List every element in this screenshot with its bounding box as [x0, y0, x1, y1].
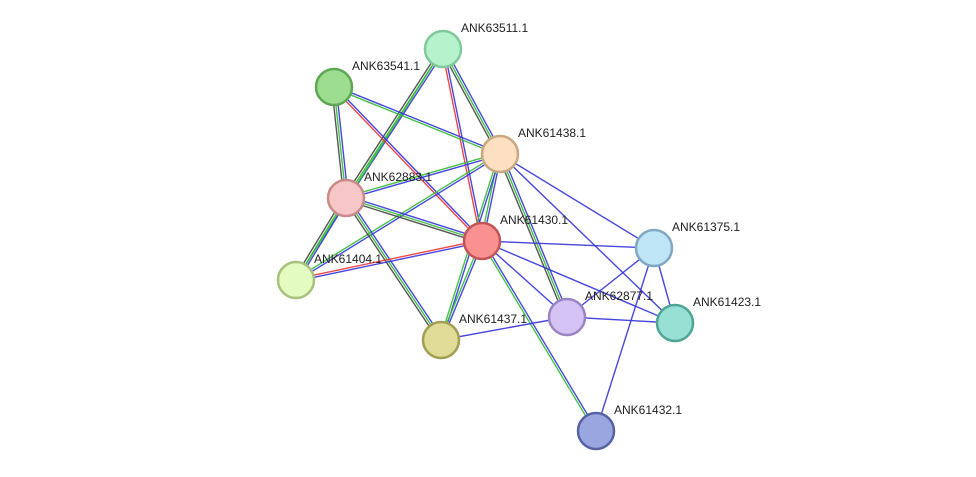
edge-ANK63511.1-ANK61438.1: [440, 47, 503, 156]
edge-line-blue: [346, 195, 483, 240]
edge-ANK61430.1-ANK61423.1: [481, 240, 676, 324]
edge-line-green: [295, 48, 444, 281]
edge-ANK61438.1-ANK61375.1: [499, 153, 655, 249]
node-ANK61423.1[interactable]: [655, 303, 695, 343]
edge-line-blue: [499, 153, 655, 249]
edge-line-dark: [345, 199, 482, 244]
edge-ANK62877.1-ANK61437.1: [440, 316, 568, 341]
edge-line-green: [345, 197, 442, 341]
node-label-ANK63541.1: ANK63541.1: [352, 59, 420, 73]
node-ANK63511.1[interactable]: [423, 29, 463, 69]
edge-ANK61375.1-ANK61432.1: [595, 247, 655, 432]
edge-ANK61438.1-ANK62877.1: [497, 152, 570, 319]
edge-ANK61430.1-ANK61375.1: [481, 240, 655, 249]
edge-line-blue: [481, 240, 676, 324]
edge-line-dark: [497, 154, 566, 319]
node-ANK62883.1[interactable]: [326, 178, 366, 218]
node-ANK62877.1[interactable]: [547, 297, 587, 337]
edge-line-blue: [444, 47, 503, 154]
edge-line-blue: [346, 154, 501, 200]
edge-line-dark: [343, 47, 442, 198]
node-ANK61437.1[interactable]: [421, 320, 461, 360]
edge-line-green: [345, 197, 483, 242]
edge-line-green: [442, 48, 501, 155]
edge-line-dark: [440, 49, 499, 156]
edge-line-green: [499, 153, 568, 318]
edge-line-red: [332, 87, 482, 243]
node-ANK61375.1[interactable]: [634, 228, 674, 268]
edge-line-blue: [296, 154, 501, 282]
edge-line-blue: [499, 153, 676, 324]
edge-ANK62883.1-ANK61437.1: [343, 196, 444, 342]
edge-line-blue: [481, 240, 655, 249]
edge-line-dark: [343, 198, 440, 342]
edge-line-blue: [347, 196, 444, 340]
edge-line-blue: [334, 85, 501, 154]
node-label-ANK61423.1: ANK61423.1: [693, 295, 761, 309]
node-ANK61438.1[interactable]: [480, 134, 520, 174]
edge-line-red: [295, 239, 482, 280]
edge-line-blue: [334, 85, 484, 241]
edge-ANK61430.1-ANK61404.1: [295, 239, 483, 282]
node-label-ANK63511.1: ANK63511.1: [461, 21, 528, 35]
edge-ANK61430.1-ANK61432.1: [480, 240, 598, 432]
nodes-layer: [276, 29, 695, 451]
edge-line-blue: [296, 241, 483, 282]
node-label-ANK62883.1: ANK62883.1: [364, 170, 432, 184]
node-label-ANK61430.1: ANK61430.1: [500, 213, 568, 227]
labels-layer: ANK63511.1ANK63541.1ANK61438.1ANK62883.1…: [314, 21, 761, 417]
edge-line-blue: [440, 316, 568, 341]
node-label-ANK62877.1: ANK62877.1: [585, 289, 653, 303]
node-label-ANK61375.1: ANK61375.1: [672, 220, 740, 234]
edge-ANK62883.1-ANK61430.1: [345, 195, 483, 244]
edge-ANK61438.1-ANK62883.1: [345, 152, 501, 200]
edge-line-green: [333, 87, 500, 156]
edge-ANK63541.1-ANK61430.1: [332, 85, 484, 243]
edge-line-blue: [443, 48, 484, 241]
edge-ANK63541.1-ANK61438.1: [333, 85, 501, 156]
edge-ANK61438.1-ANK61423.1: [499, 153, 676, 324]
edge-line-blue: [595, 247, 655, 432]
edge-line-blue: [501, 152, 570, 317]
edge-line-green: [345, 152, 500, 198]
edge-ANK63511.1-ANK61430.1: [441, 48, 484, 242]
node-label-ANK61432.1: ANK61432.1: [614, 403, 682, 417]
edge-line-green: [480, 241, 596, 432]
node-label-ANK61404.1: ANK61404.1: [314, 252, 382, 266]
node-ANK63541.1[interactable]: [314, 67, 354, 107]
edge-ANK63511.1-ANK61404.1: [295, 48, 444, 281]
node-label-ANK61438.1: ANK61438.1: [518, 126, 586, 140]
edge-line-blue: [482, 240, 598, 431]
node-ANK61404.1[interactable]: [276, 260, 316, 300]
node-label-ANK61437.1: ANK61437.1: [459, 312, 527, 326]
node-ANK61430.1[interactable]: [462, 221, 502, 261]
edge-line-red: [441, 49, 482, 242]
node-ANK61432.1[interactable]: [576, 411, 616, 451]
